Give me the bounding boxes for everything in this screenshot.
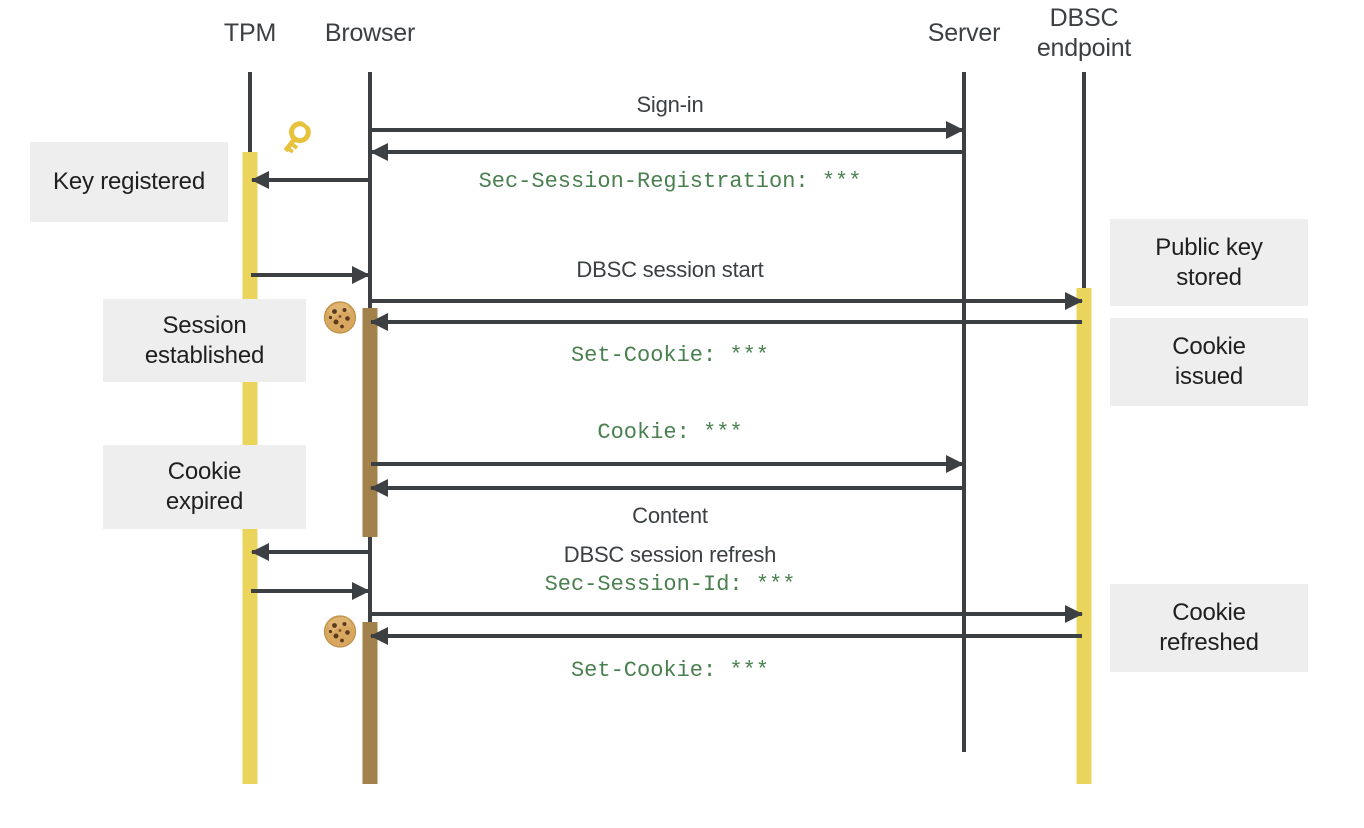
note-cookie-refreshed: Cookie refreshed <box>1110 584 1308 672</box>
lifeline-label-browser: Browser <box>324 19 416 47</box>
cookie-icon <box>322 300 358 341</box>
message-label-sec-session-registration: Sec-Session-Registration: *** <box>478 169 862 194</box>
activation-bar-browser-refresh <box>362 622 378 784</box>
message-arrow-dbsc-session-refresh-reply <box>370 627 1082 645</box>
message-arrow-content-reply <box>370 479 963 497</box>
message-arrow-sign-in <box>372 121 964 139</box>
message-arrow-browser-to-tpm-refresh <box>251 543 371 561</box>
message-label-dbsc-session-start: DBSC session start <box>576 257 764 282</box>
message-label-cookie: Cookie: *** <box>597 420 743 445</box>
message-label-sec-session-id: Sec-Session-Id: *** <box>544 572 796 597</box>
message-arrow-dbsc-session-start <box>371 292 1083 310</box>
message-arrow-dbsc-session-start-reply <box>370 313 1082 331</box>
note-key-registered: Key registered <box>30 142 228 222</box>
note-cookie-issued: Cookie issued <box>1110 318 1308 406</box>
note-session-established: Session established <box>103 299 306 382</box>
activation-bar-dbsc-endpoint <box>1076 288 1092 784</box>
activation-bar-browser-session <box>362 308 378 537</box>
lifeline-label-dbsc-endpoint: DBSC endpoint <box>1036 4 1132 62</box>
message-arrow-tpm-to-browser-refresh <box>251 582 370 600</box>
message-arrow-tpm-to-browser <box>251 266 370 284</box>
cookie-icon <box>322 614 358 655</box>
message-arrow-sign-in-reply <box>370 143 963 161</box>
note-public-key-stored: Public key stored <box>1110 219 1308 306</box>
message-label-set-cookie-second: Set-Cookie: *** <box>570 658 770 683</box>
message-arrow-cookie-request <box>371 455 964 473</box>
lifeline-server <box>962 72 966 752</box>
lifeline-label-tpm: TPM <box>223 19 277 47</box>
message-arrow-register-key <box>251 171 371 189</box>
lifeline-label-server: Server <box>927 19 1001 47</box>
message-label-content: Content <box>632 503 708 528</box>
message-arrow-dbsc-session-refresh <box>371 605 1083 623</box>
key-icon <box>277 121 313 162</box>
message-label-sign-in: Sign-in <box>636 92 704 117</box>
message-label-dbsc-session-refresh: DBSC session refresh <box>563 542 777 567</box>
note-cookie-expired: Cookie expired <box>103 445 306 529</box>
message-label-set-cookie-first: Set-Cookie: *** <box>570 343 770 368</box>
